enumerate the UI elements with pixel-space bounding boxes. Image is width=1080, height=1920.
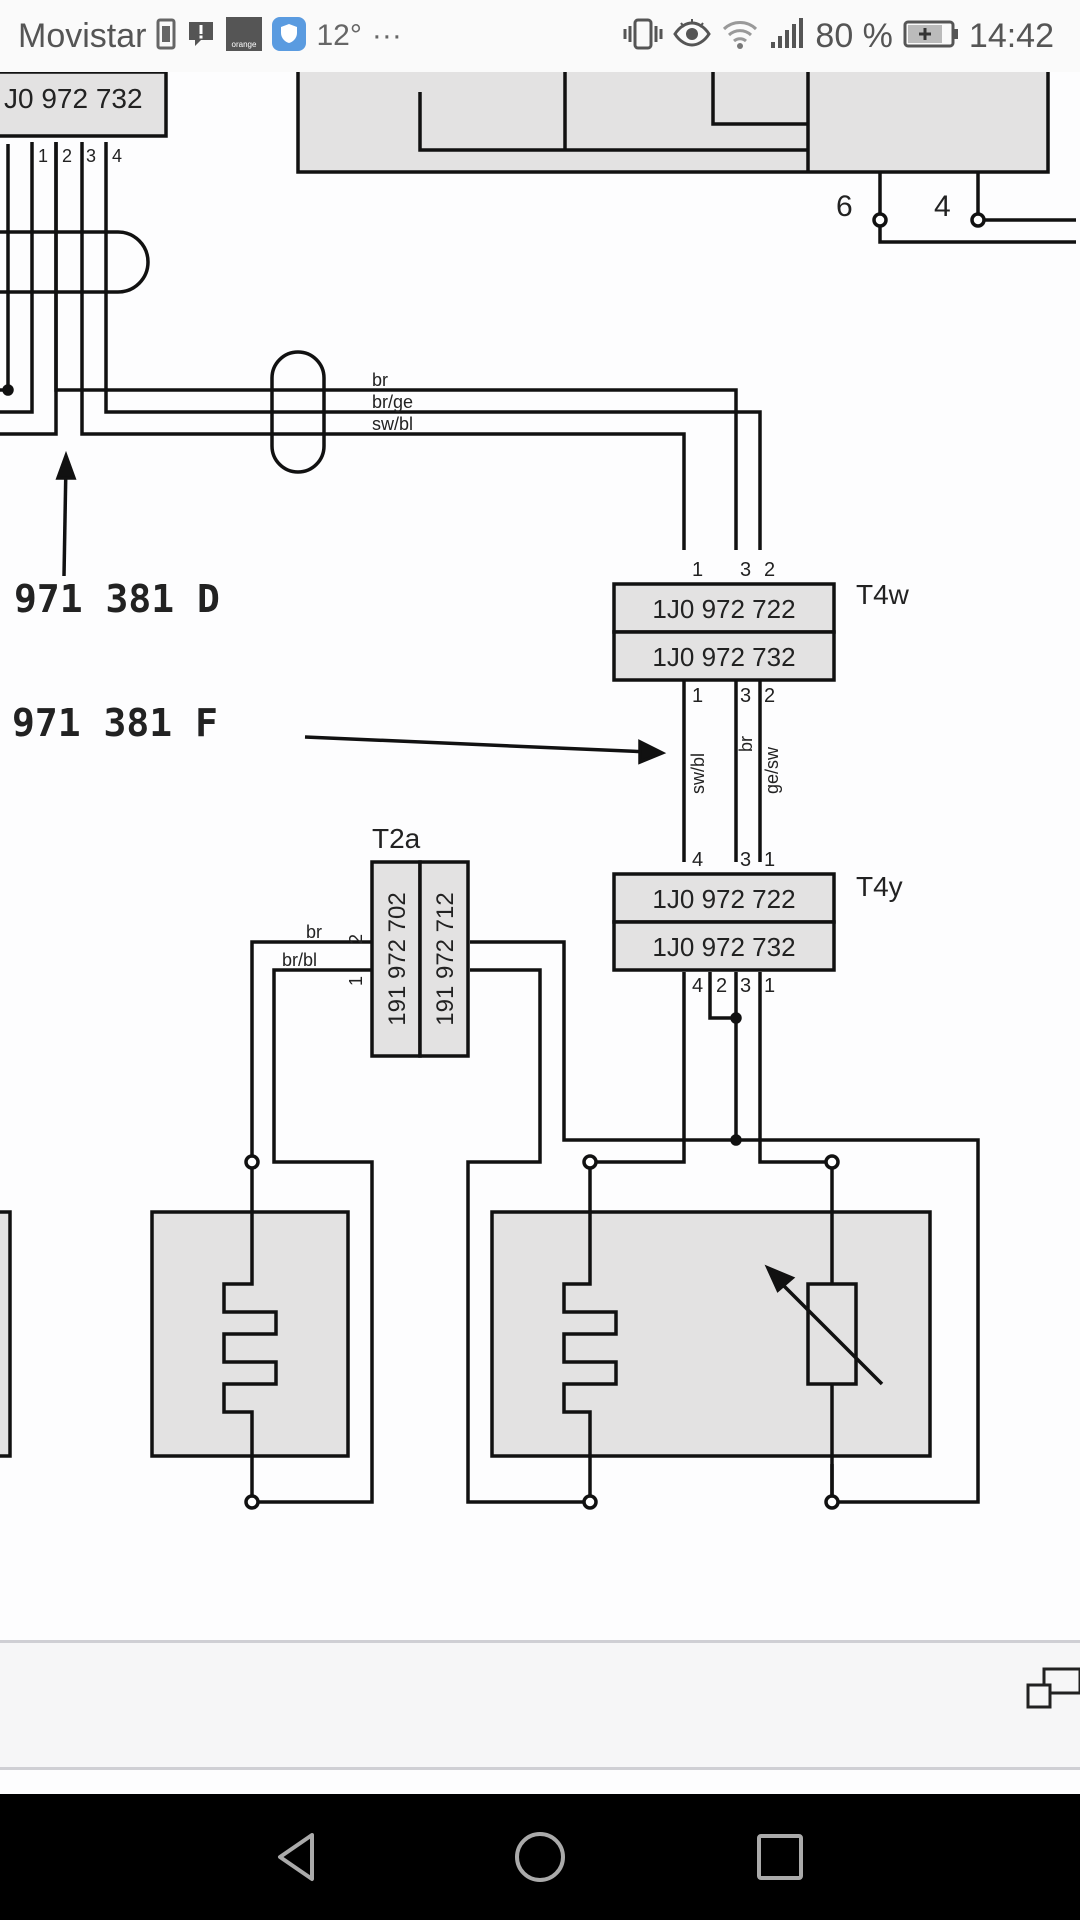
carrier-name: Movistar [18, 16, 147, 55]
clock: 14:42 [968, 16, 1054, 55]
svg-text:4: 4 [112, 146, 122, 166]
svg-text:2: 2 [764, 559, 775, 581]
battery-icon [903, 20, 959, 53]
wire-labels-top: br br/ge sw/bl [372, 370, 413, 434]
svg-text:sw/bl: sw/bl [688, 753, 708, 794]
signal-icon [769, 17, 805, 55]
back-icon[interactable] [268, 1827, 328, 1887]
svg-text:3: 3 [86, 146, 96, 166]
svg-text:191 972 702: 191 972 702 [384, 892, 411, 1025]
svg-text:orange: orange [232, 40, 257, 49]
svg-text:191 972 712: 191 972 712 [432, 892, 459, 1025]
connector-t4y: 1J0 972 722 1J0 972 732 T4y 4 3 1 4 2 3 … [612, 849, 903, 997]
svg-text:3: 3 [740, 559, 751, 581]
wifi-icon [721, 18, 759, 55]
svg-text:1J0 972 722: 1J0 972 722 [652, 884, 795, 914]
svg-text:1: 1 [764, 849, 775, 871]
svg-text:1: 1 [692, 559, 703, 581]
svg-text:br: br [736, 736, 756, 752]
svg-text:ge/sw: ge/sw [762, 746, 782, 794]
orange-app-icon: orange [226, 16, 263, 56]
alert-icon [186, 19, 216, 54]
svg-text:br: br [372, 370, 388, 390]
top-connector-pins: 1 2 3 4 [38, 146, 122, 166]
wire-labels-mid: sw/bl br ge/sw [688, 736, 782, 794]
eye-icon [673, 18, 712, 54]
svg-text:1: 1 [692, 685, 703, 707]
svg-text:4: 4 [692, 975, 703, 997]
wiring-diagram-image[interactable]: J0 972 732 1 2 3 4 6 4 br br/ge sw/bl 97… [0, 72, 1080, 1642]
connector-t4w: 1J0 972 722 1J0 972 732 T4w 1 3 2 1 3 2 [612, 559, 910, 707]
svg-text:1J0 972 732: 1J0 972 732 [652, 932, 795, 962]
svg-text:br: br [306, 922, 322, 942]
svg-text:T4w: T4w [856, 579, 910, 610]
part-number-f: 971 381 F [12, 701, 218, 745]
wiring-lines [0, 72, 1076, 1510]
svg-text:2: 2 [716, 975, 727, 997]
home-icon[interactable] [510, 1827, 570, 1887]
temperature: 12° [316, 19, 362, 52]
svg-text:1J0 972 722: 1J0 972 722 [652, 594, 795, 624]
svg-text:2: 2 [346, 934, 366, 944]
more-indicator: ··· [371, 19, 402, 52]
svg-text:1: 1 [346, 976, 366, 986]
svg-text:3: 3 [740, 849, 751, 871]
svg-text:3: 3 [740, 975, 751, 997]
status-bar: Movistar orange 12° ··· 80 % [0, 0, 1080, 72]
svg-text:2: 2 [764, 685, 775, 707]
image-caption-bar [0, 1640, 1080, 1770]
connector-t2a: 191 972 702 191 972 712 T2a 2 1 br br/bl [282, 823, 470, 1058]
vibrate-icon [623, 18, 663, 55]
svg-text:1: 1 [38, 146, 48, 166]
svg-text:br/ge: br/ge [372, 392, 413, 412]
top-connector-label: J0 972 732 [4, 83, 143, 114]
pin-6-label: 6 [836, 190, 853, 223]
svg-text:3: 3 [740, 685, 751, 707]
battery-percent: 80 % [815, 16, 893, 55]
pin-4-label: 4 [934, 190, 951, 223]
svg-text:4: 4 [692, 849, 703, 871]
shield-icon [272, 16, 307, 56]
sim-icon [156, 18, 176, 55]
part-number-d: 971 381 D [14, 577, 220, 621]
svg-text:T4y: T4y [856, 871, 903, 902]
navigation-bar [0, 1794, 1080, 1920]
svg-text:sw/bl: sw/bl [372, 414, 413, 434]
recents-icon[interactable] [750, 1827, 810, 1887]
svg-text:1: 1 [764, 975, 775, 997]
svg-text:1J0 972 732: 1J0 972 732 [652, 642, 795, 672]
svg-text:T2a: T2a [372, 823, 421, 854]
svg-text:br/bl: br/bl [282, 950, 317, 970]
fullscreen-icon[interactable] [1026, 1665, 1080, 1713]
svg-text:2: 2 [62, 146, 72, 166]
